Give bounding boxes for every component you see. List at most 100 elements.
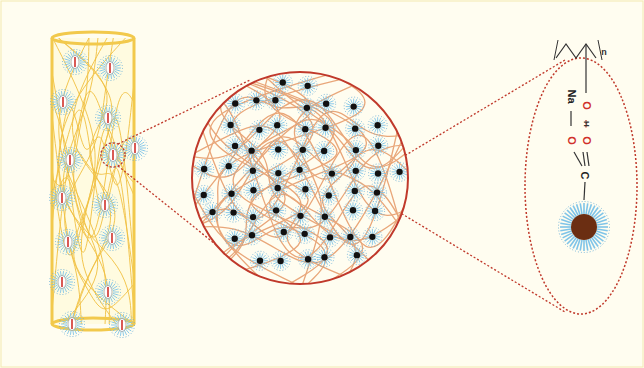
micelle (322, 164, 341, 183)
micelle (244, 208, 263, 227)
zoom-lines (101, 60, 565, 312)
polymer-fiber (190, 119, 410, 235)
micelle (226, 94, 245, 113)
zoom-ellipse (525, 40, 637, 314)
micelle (319, 186, 338, 205)
micelle (250, 251, 269, 270)
micelle (369, 164, 388, 183)
micelle (341, 228, 360, 247)
micelle (315, 248, 334, 267)
micelle (296, 180, 315, 199)
micelle (293, 140, 312, 159)
micelle (96, 280, 121, 305)
micelle (369, 136, 388, 155)
polymer-fiber (258, 70, 355, 285)
micelle (225, 229, 244, 248)
micelle (60, 312, 85, 337)
polymer-fiber (53, 38, 134, 324)
polymer-fiber (190, 100, 410, 167)
micelle (242, 226, 261, 245)
micelle (96, 106, 121, 131)
micelle (295, 224, 314, 243)
micelle (268, 179, 287, 198)
micelle (321, 228, 340, 247)
fiber-cylinder (50, 32, 148, 338)
repeat-subscript: n (601, 48, 607, 57)
micelle (93, 193, 118, 218)
micelle (56, 230, 81, 255)
micelle (297, 98, 316, 117)
micelle (315, 142, 334, 161)
atom-label: O (581, 101, 592, 110)
polymer-fiber (251, 70, 337, 285)
micelle (243, 161, 262, 180)
zoom-circle (190, 70, 410, 285)
micelle (315, 207, 334, 226)
micelle (219, 157, 238, 176)
micelle (203, 203, 222, 222)
micelle (51, 90, 76, 115)
micelle (101, 143, 126, 168)
micelle (368, 116, 387, 135)
atom-label: Na (566, 89, 577, 103)
polymer-fiber (58, 38, 116, 324)
micelle (123, 136, 148, 161)
micelle (345, 181, 364, 200)
micelle (269, 164, 288, 183)
micelle (296, 120, 315, 139)
polymer-fiber (190, 72, 410, 245)
micelle (50, 270, 75, 295)
micelle (271, 251, 290, 270)
micelle (290, 160, 309, 179)
polymer-fiber (52, 100, 134, 312)
micelle (247, 91, 266, 110)
micelle (347, 246, 366, 265)
micelle (343, 201, 362, 220)
micelle (267, 201, 286, 220)
micelle (244, 181, 263, 200)
micelle (63, 50, 88, 75)
micelle (274, 223, 293, 242)
micelle (221, 116, 240, 135)
micelle (226, 136, 245, 155)
atom-label: H (582, 121, 590, 127)
micelle (367, 183, 386, 202)
micelle (268, 116, 287, 135)
micelle (363, 227, 382, 246)
micelle (250, 120, 269, 139)
polymer-fiber (190, 141, 410, 179)
micelle (346, 161, 365, 180)
micelle (346, 119, 365, 138)
micelle (100, 226, 125, 251)
micelle (194, 185, 213, 204)
polymer-fiber (52, 83, 134, 226)
micelle (58, 148, 83, 173)
polymer-fiber (52, 115, 134, 309)
micelle (222, 184, 241, 203)
micelle (316, 118, 335, 137)
polymer-fiber (233, 70, 381, 285)
polymer-fiber (190, 97, 410, 215)
polymer-fiber (59, 38, 126, 324)
micelle (298, 76, 317, 95)
micelle (317, 94, 336, 113)
micelle (50, 186, 75, 211)
micelle (299, 250, 318, 269)
micelle (273, 73, 292, 92)
micelle (242, 141, 261, 160)
micelle (195, 160, 214, 179)
atom-label: C (579, 171, 590, 179)
polymer-fiber (190, 124, 410, 263)
polymer-fiber (63, 38, 98, 324)
atom-label: O (581, 136, 592, 145)
polymer-fiber (52, 118, 134, 265)
micelle (559, 202, 610, 253)
micelle (266, 91, 285, 110)
micelle (269, 140, 288, 159)
micelle (291, 206, 310, 225)
polymer-fiber (52, 151, 134, 311)
atom-label: O (566, 136, 577, 145)
